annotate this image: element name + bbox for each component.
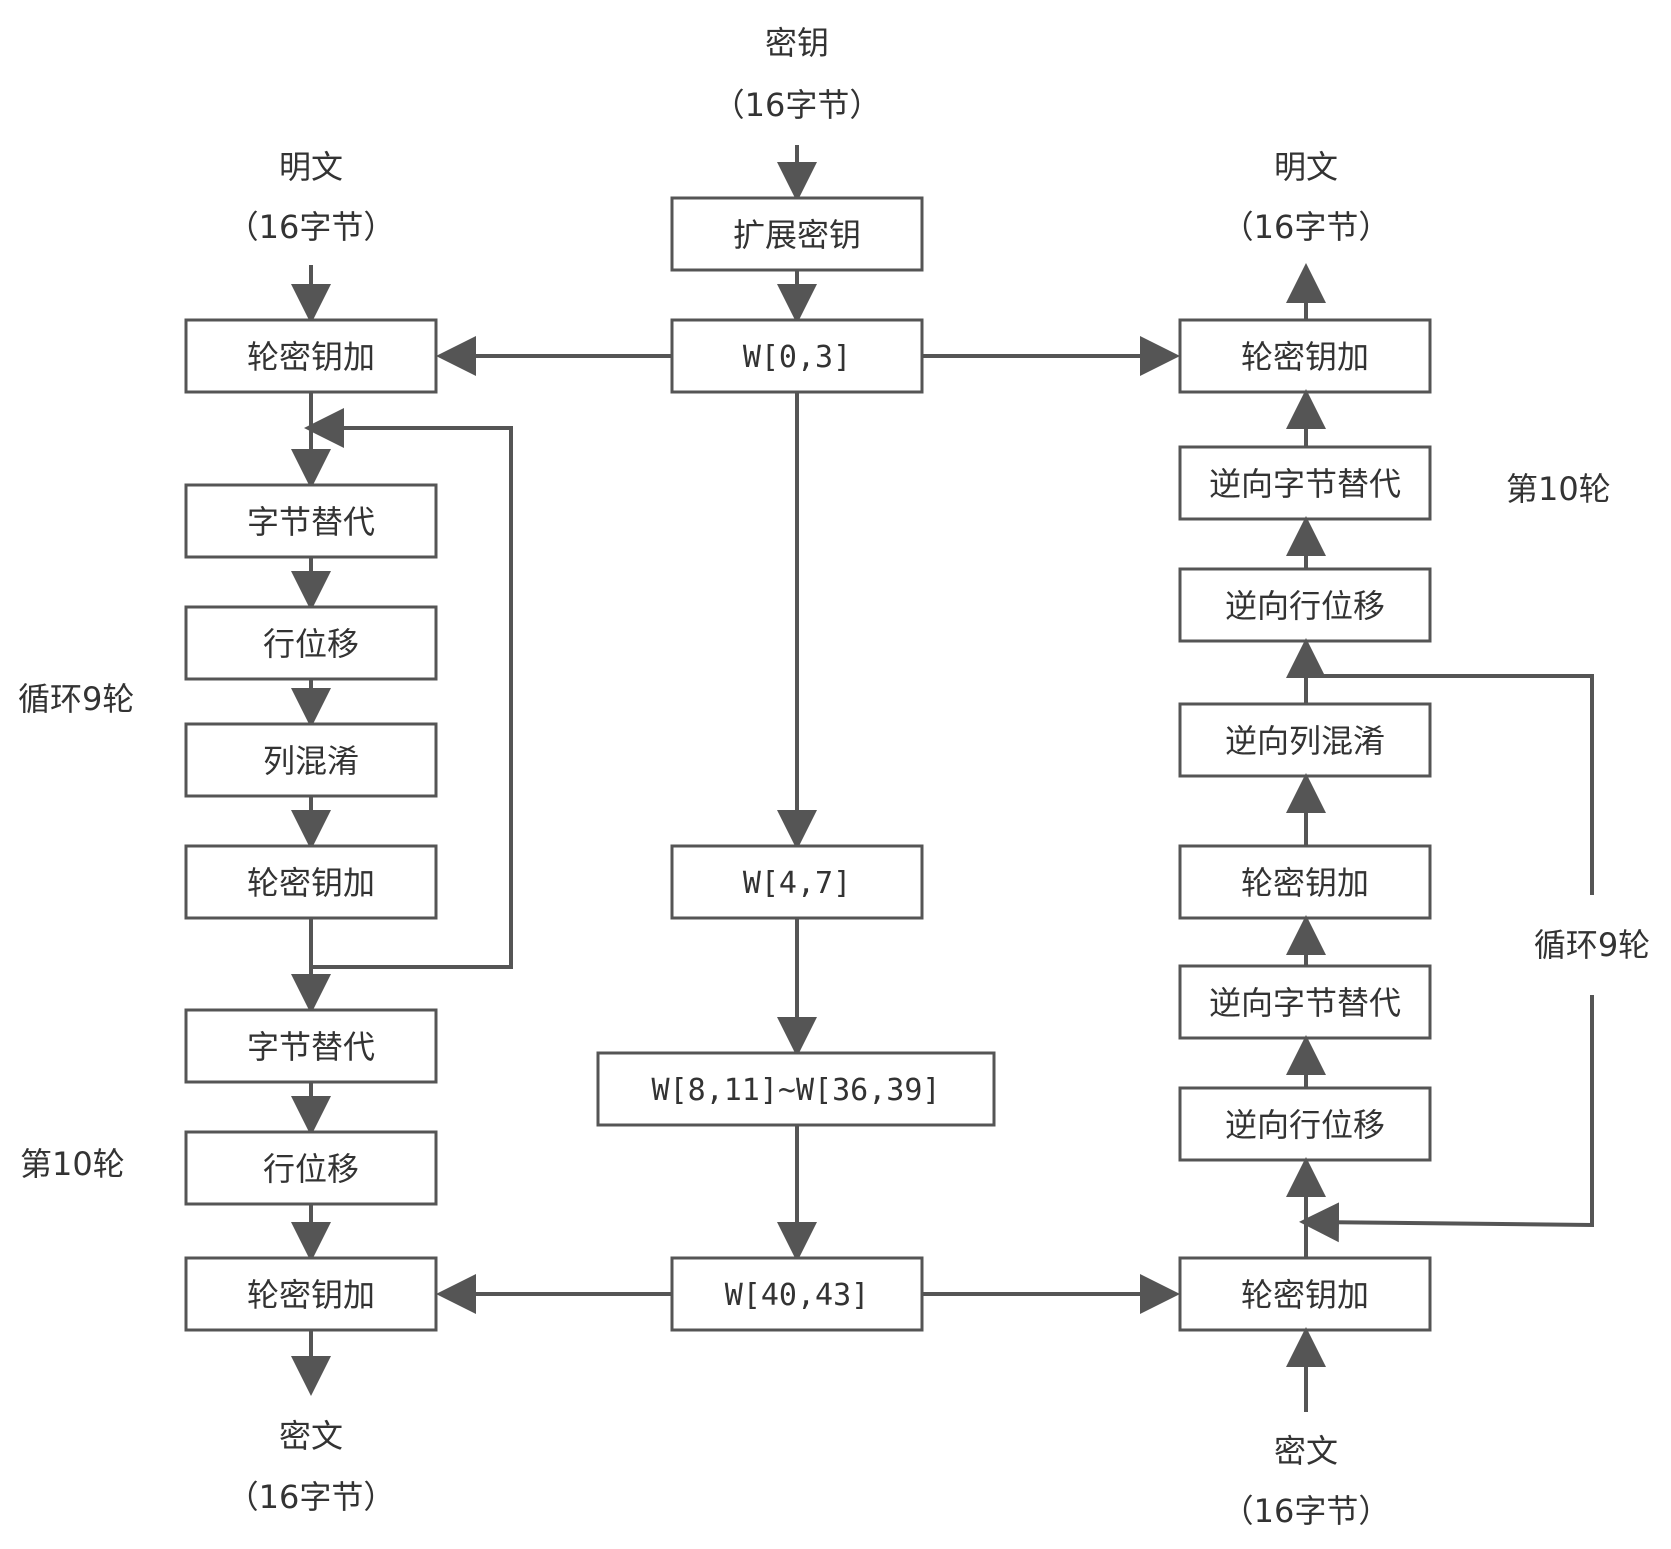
w2-label: W[8,11]~W[36,39] (652, 1073, 941, 1108)
enc-shiftrows-loop-label: 行位移 (263, 625, 359, 663)
enc-shiftrows-final-label: 行位移 (263, 1150, 359, 1188)
expand-key-box: 扩展密钥 (670, 196, 924, 272)
dec-inv-shiftrows-r10-box: 逆向行位移 (1178, 567, 1432, 643)
dec-addkey-loop-label: 轮密钥加 (1241, 864, 1369, 902)
enc-loop-feedback-line (304, 408, 513, 969)
enc-addkey-loop-label: 轮密钥加 (247, 864, 375, 902)
dec-addkey-bottom-label: 轮密钥加 (1241, 1276, 1369, 1314)
enc-mixcolumns-box: 列混淆 (184, 722, 438, 798)
dec-loop-feedback-return (1299, 995, 1594, 1243)
key-title: 密钥 (765, 24, 829, 62)
cipher-right-size: （16字节） (1222, 1492, 1391, 1530)
round10-left-label: 第10轮 (20, 1145, 125, 1183)
plain-left-title: 明文 (279, 148, 343, 186)
w2-box: W[8,11]~W[36,39] (596, 1051, 996, 1127)
enc-shiftrows-loop-box: 行位移 (184, 605, 438, 681)
key-size: （16字节） (713, 86, 882, 124)
enc-shiftrows-final-box: 行位移 (184, 1130, 438, 1206)
enc-addkey-loop-box: 轮密钥加 (184, 844, 438, 920)
enc-subbytes-loop-label: 字节替代 (247, 503, 375, 541)
w3-box: W[40,43] (670, 1256, 924, 1332)
enc-addkey-final-label: 轮密钥加 (247, 1276, 375, 1314)
enc-addkey-first-label: 轮密钥加 (247, 338, 375, 376)
w1-label: W[4,7] (743, 866, 851, 901)
dec-inv-mixcolumns-label: 逆向列混淆 (1225, 722, 1385, 760)
enc-mixcolumns-label: 列混淆 (263, 742, 359, 780)
expand-key-label: 扩展密钥 (733, 216, 861, 254)
dec-inv-subbytes-r10-label: 逆向字节替代 (1209, 465, 1401, 503)
dec-inv-shiftrows-r10-label: 逆向行位移 (1225, 587, 1385, 625)
loop-right-label: 循环9轮 (1534, 926, 1650, 964)
dec-inv-shiftrows-loop-box: 逆向行位移 (1178, 1086, 1432, 1162)
plain-right-size: （16字节） (1222, 208, 1391, 246)
loop-left-label: 循环9轮 (18, 680, 134, 718)
enc-subbytes-loop-box: 字节替代 (184, 483, 438, 559)
cipher-left-size: （16字节） (227, 1478, 396, 1516)
cipher-left-title: 密文 (279, 1417, 343, 1455)
enc-addkey-final-box: 轮密钥加 (184, 1256, 438, 1332)
dec-inv-mixcolumns-box: 逆向列混淆 (1178, 702, 1432, 778)
dec-addkey-top-box: 轮密钥加 (1178, 318, 1432, 394)
w1-box: W[4,7] (670, 844, 924, 920)
plain-right-title: 明文 (1274, 148, 1338, 186)
w3-label: W[40,43] (725, 1278, 870, 1313)
enc-addkey-first-box: 轮密钥加 (184, 318, 438, 394)
dec-inv-subbytes-loop-label: 逆向字节替代 (1209, 984, 1401, 1022)
round10-right-label: 第10轮 (1506, 470, 1611, 508)
dec-inv-shiftrows-loop-label: 逆向行位移 (1225, 1106, 1385, 1144)
enc-subbytes-final-box: 字节替代 (184, 1008, 438, 1084)
w0-label: W[0,3] (743, 340, 851, 375)
dec-inv-subbytes-r10-box: 逆向字节替代 (1178, 445, 1432, 521)
cipher-right-title: 密文 (1274, 1432, 1338, 1470)
dec-loop-feedback-line (1306, 674, 1594, 895)
dec-inv-subbytes-loop-box: 逆向字节替代 (1178, 964, 1432, 1040)
dec-addkey-loop-box: 轮密钥加 (1178, 844, 1432, 920)
enc-subbytes-final-label: 字节替代 (247, 1028, 375, 1066)
dec-addkey-bottom-box: 轮密钥加 (1178, 1256, 1432, 1332)
dec-addkey-top-label: 轮密钥加 (1241, 338, 1369, 376)
plain-left-size: （16字节） (227, 208, 396, 246)
w0-box: W[0,3] (670, 318, 924, 394)
